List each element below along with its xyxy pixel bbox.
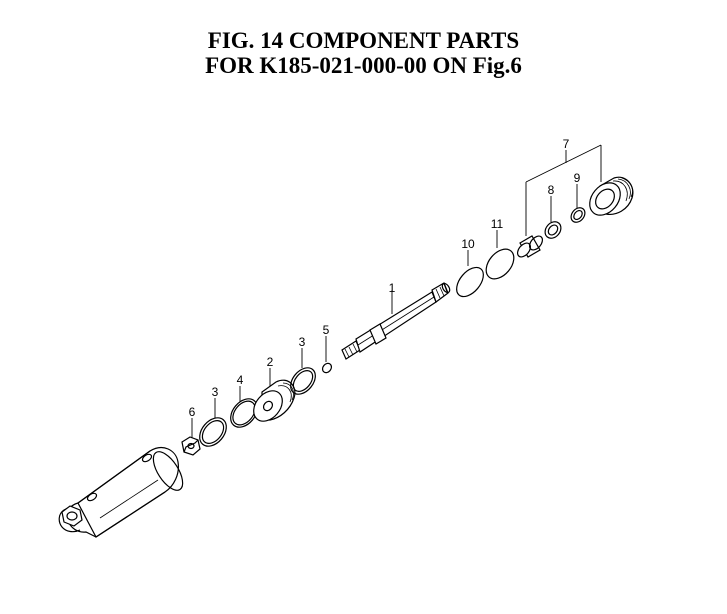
callout-5: 5: [323, 323, 330, 337]
hex-nut: [181, 436, 201, 456]
callout-3-middle: 3: [299, 335, 306, 349]
cylinder-body: [58, 447, 184, 538]
small-o-ring: [321, 362, 333, 374]
gland-head: [589, 176, 634, 216]
callout-8: 8: [548, 183, 555, 197]
callout-3-left: 3: [212, 385, 219, 399]
callout-7: 7: [563, 137, 570, 151]
callout-6: 6: [189, 405, 196, 419]
figure-title: FIG. 14 COMPONENT PARTS FOR K185-021-000…: [0, 28, 727, 78]
callout-4: 4: [237, 373, 244, 387]
callout-2: 2: [267, 355, 274, 369]
callout-labels: 1 2 3 3 3 4 5 6 7 8 9 10 11: [189, 137, 581, 419]
o-ring-left: [199, 417, 227, 447]
piston: [253, 379, 296, 422]
o-ring-10: [456, 266, 484, 298]
seal-9: [570, 207, 586, 223]
backup-ring: [230, 398, 258, 428]
callout-9: 9: [574, 171, 581, 185]
bushing: [516, 235, 544, 258]
piston-rod: [341, 282, 451, 360]
figure-title-line-2: FOR K185-021-000-00 ON Fig.6: [205, 53, 522, 78]
callout-1: 1: [389, 281, 396, 295]
leader-lines: [191, 144, 602, 438]
figure-title-line-1: FIG. 14 COMPONENT PARTS: [207, 28, 520, 53]
callout-10: 10: [461, 237, 475, 251]
seal-8: [544, 221, 562, 239]
o-ring-middle: [290, 367, 316, 395]
o-ring-11: [485, 248, 515, 280]
callout-11: 11: [491, 217, 504, 231]
